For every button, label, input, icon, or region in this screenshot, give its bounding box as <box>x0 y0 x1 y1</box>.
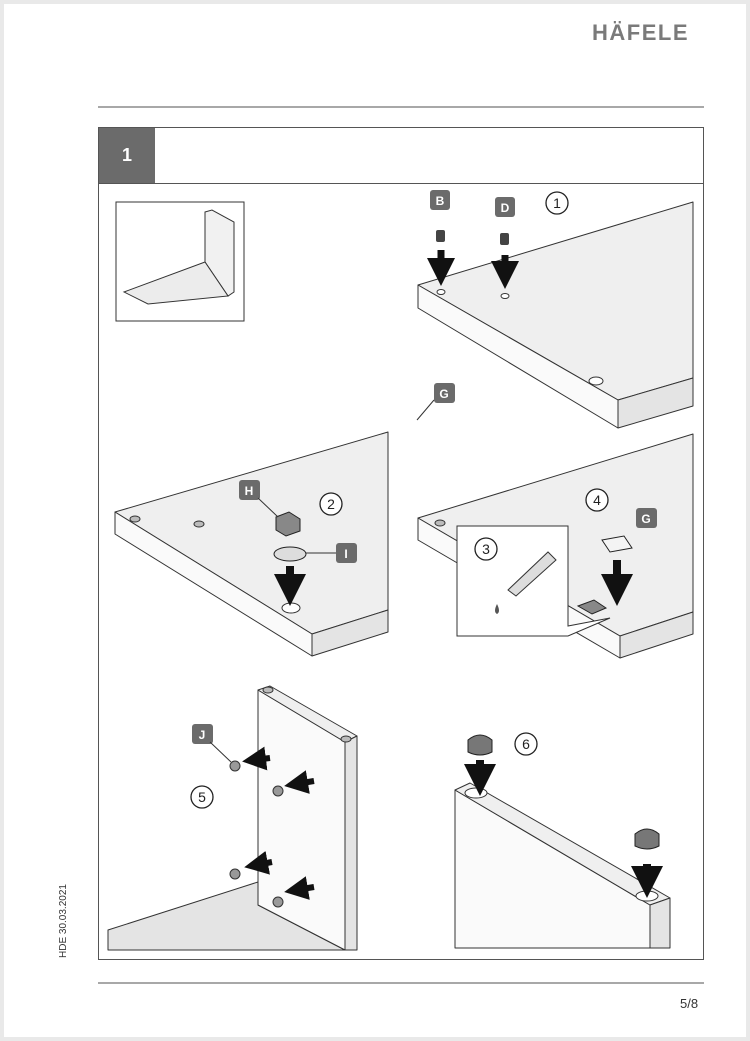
dowel-J-icon <box>229 760 241 772</box>
part-label-D: D <box>495 197 515 217</box>
svg-text:4: 4 <box>593 492 601 508</box>
svg-text:I: I <box>344 547 347 561</box>
svg-text:H: H <box>245 484 254 498</box>
header-divider <box>98 106 704 108</box>
svg-text:J: J <box>199 728 206 742</box>
substep-5: 5 <box>190 785 214 809</box>
svg-text:5: 5 <box>198 789 206 805</box>
substep-4: 4 <box>585 488 609 512</box>
board-step-2 <box>114 431 389 657</box>
pin-G-icon <box>601 535 633 553</box>
glue-inset: 3 <box>456 525 611 637</box>
cover-cap-icon <box>467 734 493 756</box>
svg-text:B: B <box>436 194 445 208</box>
board-step-5 <box>107 685 358 951</box>
part-label-G-top: G <box>434 383 455 403</box>
cover-cap-icon <box>634 828 660 850</box>
glue-tube-icon <box>507 551 557 597</box>
step-number: 1 <box>99 128 155 183</box>
overview-thumbnail <box>115 201 245 322</box>
part-label-I: I <box>336 543 357 563</box>
glue-drop-icon <box>495 604 499 614</box>
ring-I-icon <box>273 546 307 562</box>
svg-text:D: D <box>501 201 510 215</box>
part-label-J: J <box>192 724 213 744</box>
board-step-6 <box>454 782 671 949</box>
svg-text:2: 2 <box>327 496 335 512</box>
board-step-1 <box>417 201 694 429</box>
part-label-B: B <box>430 190 450 210</box>
substep-1: 1 <box>545 191 569 215</box>
part-label-H: H <box>239 480 260 500</box>
svg-text:3: 3 <box>482 541 490 557</box>
step-frame: 1 <box>98 127 704 960</box>
brand-logo: HÄFELE <box>592 20 689 45</box>
substep-2: 2 <box>319 492 343 516</box>
cam-H-icon <box>275 511 301 537</box>
dowel-B-icon <box>436 230 445 242</box>
svg-text:G: G <box>641 512 650 526</box>
svg-text:1: 1 <box>553 195 561 211</box>
page-number: 5/8 <box>680 996 699 1011</box>
part-label-G-mid: G <box>636 508 657 528</box>
footer-divider <box>98 982 704 984</box>
connector-D-icon <box>500 233 509 245</box>
svg-text:G: G <box>439 387 448 401</box>
substep-3: 3 <box>474 537 498 561</box>
svg-text:6: 6 <box>522 736 530 752</box>
step-header: 1 <box>99 128 703 184</box>
substep-6: 6 <box>514 732 538 756</box>
